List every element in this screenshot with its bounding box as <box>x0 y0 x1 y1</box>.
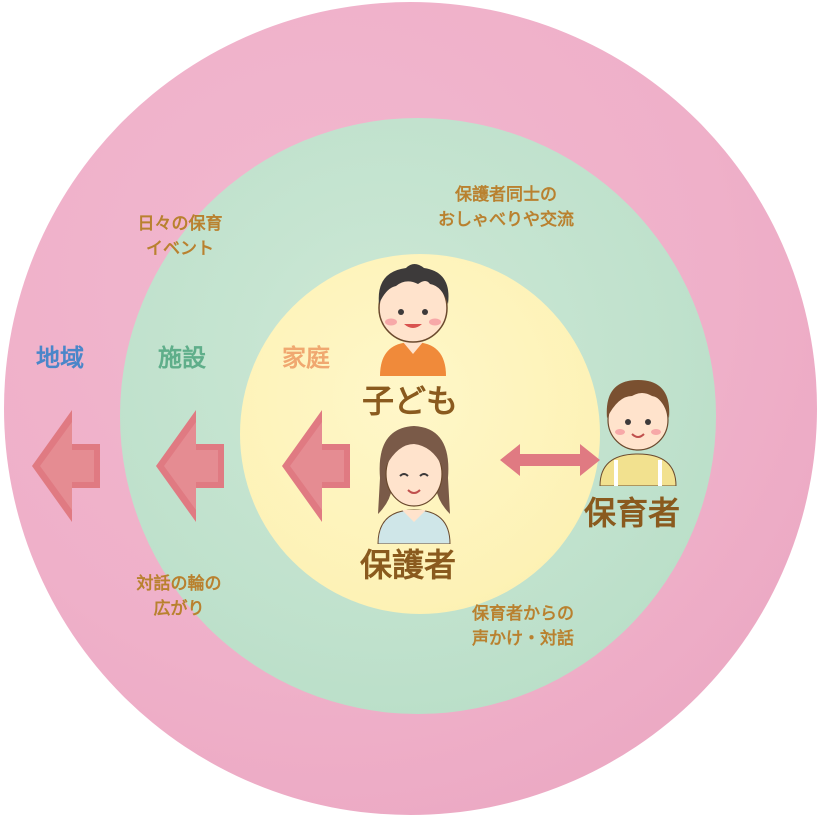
annotation-peer: 保護者同士の おしゃべりや交流 <box>438 185 574 230</box>
child-illustration <box>378 264 449 376</box>
guardian-label: 保護者 <box>360 546 457 584</box>
arrow-left-community <box>32 410 100 522</box>
zone-label-community: 地域 <box>36 344 84 372</box>
arrow-left-home <box>282 410 350 522</box>
arrow-left-facility <box>156 410 224 522</box>
annotation-dialogue: 対話の輪の 広がり <box>136 574 222 619</box>
guardian-illustration <box>377 426 451 544</box>
arrow-double-guardian-caregiver <box>500 444 600 476</box>
annotation-daily: 日々の保育 イベント <box>137 214 223 259</box>
child-label: 子ども <box>362 382 459 420</box>
caregiver-illustration <box>599 380 677 486</box>
zone-label-home: 家庭 <box>282 344 330 372</box>
annotation-caregiver-talk: 保育者からの 声かけ・対話 <box>472 604 574 649</box>
caregiver-label: 保育者 <box>584 494 681 532</box>
zone-label-facility: 施設 <box>158 344 206 372</box>
